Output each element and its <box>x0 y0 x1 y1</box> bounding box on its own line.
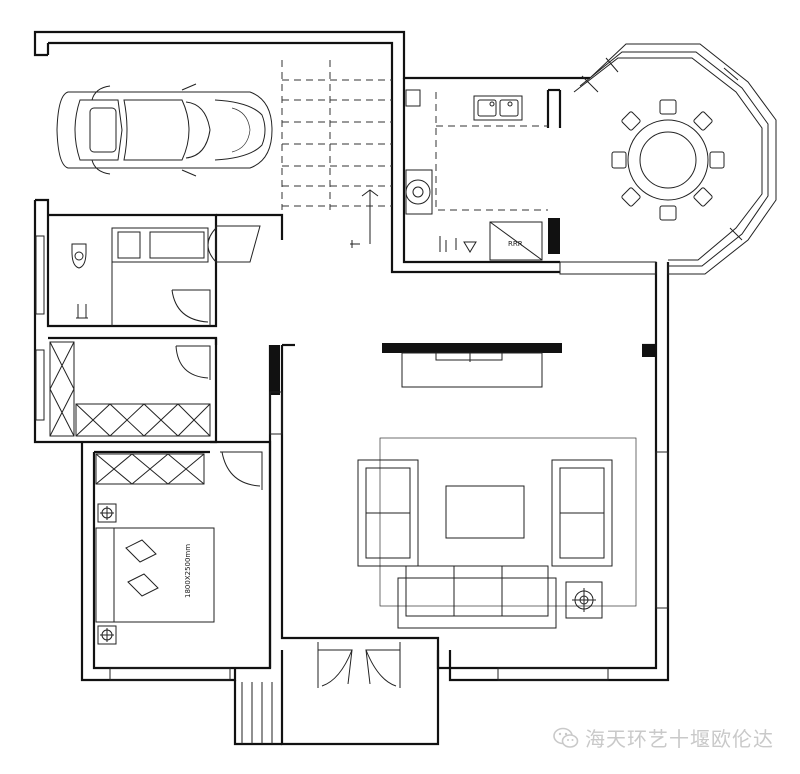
living-room <box>269 352 669 681</box>
stairs <box>281 60 392 248</box>
watermark: 海天环艺十堰欧伦达 <box>553 723 774 752</box>
garage-door <box>207 225 261 263</box>
bathroom <box>35 227 211 326</box>
bed-size-label: 1800X2500mm <box>184 544 192 598</box>
wechat-icon <box>553 727 579 748</box>
watermark-text: 海天环艺十堰欧伦达 <box>585 727 774 751</box>
walls <box>33 30 670 746</box>
wall-posts <box>270 218 656 395</box>
storage <box>35 341 211 437</box>
dining-octagon <box>559 43 777 275</box>
bedroom: 1800X2500mm <box>95 451 263 681</box>
car <box>56 83 273 177</box>
kitchen: RRR <box>405 89 548 261</box>
stove-label: RRR <box>508 240 523 248</box>
entry <box>241 642 401 744</box>
